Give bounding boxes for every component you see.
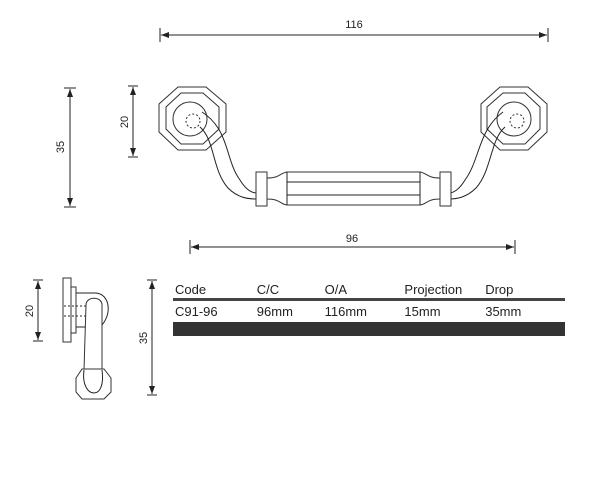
dimension-rosette-height: 20 — [119, 85, 138, 158]
column-header-oa: O/A — [324, 281, 348, 297]
cell-drop: 35mm — [485, 303, 522, 319]
table-footer-bar — [173, 322, 565, 336]
header-divider — [173, 298, 565, 301]
handle-side-view — [62, 277, 112, 400]
dimension-total-height: 35 — [55, 87, 76, 208]
spec-table: Code C/C O/A Projection Drop C91-96 96mm… — [173, 280, 565, 336]
column-header-drop: Drop — [485, 281, 514, 297]
right-rosette — [480, 86, 548, 151]
dimension-label: 20 — [119, 116, 131, 128]
column-header-cc: C/C — [256, 281, 280, 297]
dimension-side-rosette: 20 — [24, 279, 43, 342]
dimension-overall-length: 116 — [159, 19, 549, 42]
column-header-code: Code — [175, 281, 207, 297]
dimension-side-drop: 35 — [138, 279, 157, 396]
table-header-row: Code C/C O/A Projection Drop — [173, 280, 565, 298]
cell-cc: 96mm — [256, 303, 293, 319]
column-header-projection: Projection — [404, 281, 463, 297]
dimension-centre-to-centre: 96 — [189, 233, 516, 254]
cell-oa: 116mm — [324, 303, 368, 319]
dimension-label: 96 — [346, 233, 358, 245]
cell-projection: 15mm — [404, 303, 441, 319]
handle-front-view — [158, 86, 548, 207]
table-row: C91-96 96mm 116mm 15mm 35mm — [173, 302, 565, 320]
dimension-label: 20 — [24, 305, 36, 317]
dimension-label: 116 — [345, 19, 363, 31]
left-rosette — [158, 86, 227, 151]
dimension-label: 35 — [55, 141, 67, 153]
cell-code: C91-96 — [175, 303, 218, 319]
dimension-label: 35 — [138, 332, 150, 344]
